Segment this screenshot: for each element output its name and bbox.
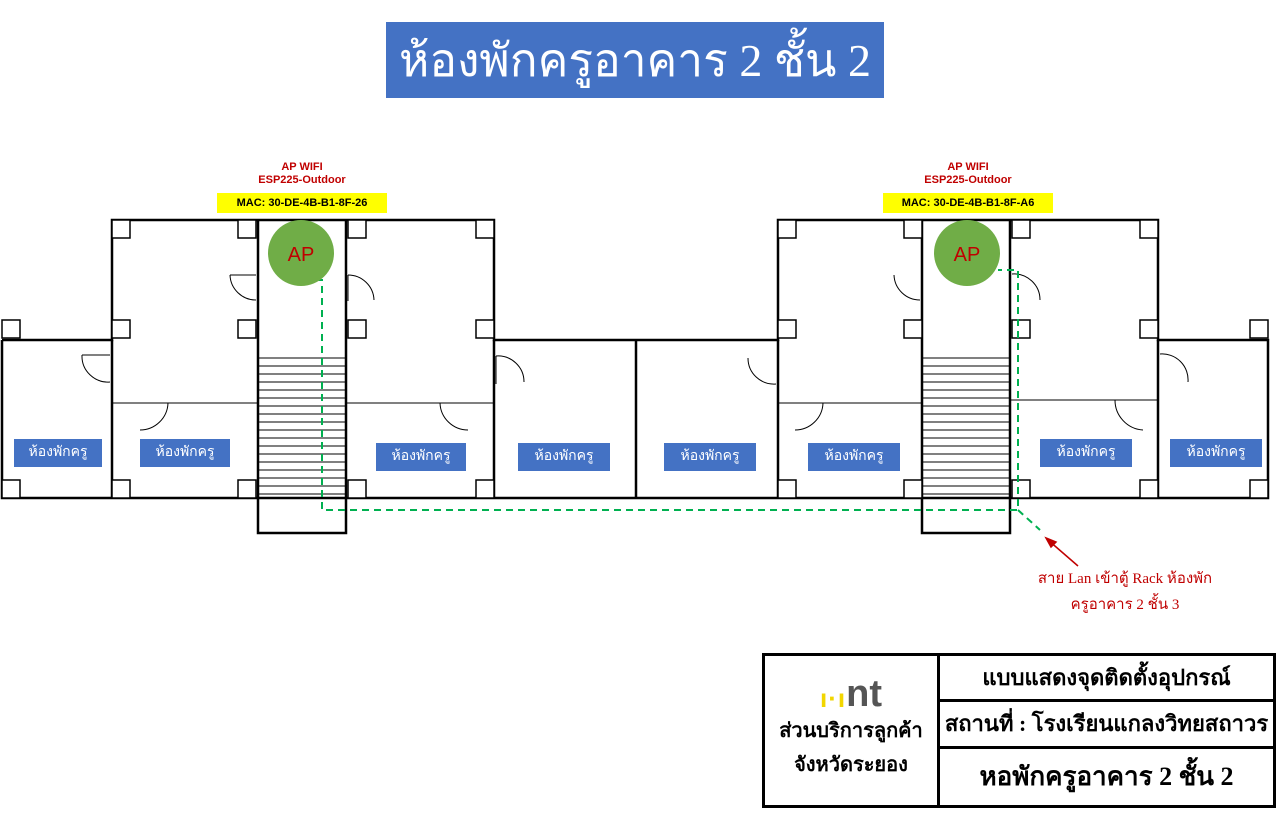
column <box>1139 319 1159 339</box>
column <box>1 479 21 499</box>
column <box>1011 319 1031 339</box>
room-label: ห้องพักครู <box>376 443 466 471</box>
lan-cable <box>304 269 1041 531</box>
partitions <box>112 399 1158 404</box>
column <box>347 219 367 239</box>
column <box>1 319 21 339</box>
column <box>111 319 131 339</box>
walls <box>0 218 1270 535</box>
org-line: จังหวัดระยอง <box>794 754 908 776</box>
room-label: ห้องพักครู <box>664 443 756 471</box>
column <box>237 319 257 339</box>
column <box>475 219 495 239</box>
ap-icon-text: AP <box>288 244 315 266</box>
room-label: ห้องพักครู <box>518 443 610 471</box>
lan-arrow <box>1044 536 1079 567</box>
column <box>237 219 257 239</box>
columns <box>1 219 1269 499</box>
column <box>903 479 923 499</box>
column <box>475 479 495 499</box>
column <box>903 219 923 239</box>
room-label: ห้องพักครู <box>140 439 230 467</box>
column <box>347 319 367 339</box>
lan-note: สาย Lan เข้าตู้ Rack ห้องพัก ครูอาคาร 2 … <box>1010 566 1240 618</box>
column <box>777 219 797 239</box>
ap-model: ESP225-Outdoor <box>924 174 1012 186</box>
stairs <box>258 357 1010 495</box>
column <box>1011 479 1031 499</box>
ap-mac: MAC: 30-DE-4B-B1-8F-26 <box>217 193 387 213</box>
note-line: สาย Lan เข้าตู้ Rack ห้องพัก <box>1037 571 1213 587</box>
ap-model: ESP225-Outdoor <box>258 174 346 186</box>
doors <box>81 273 1189 431</box>
column <box>1139 479 1159 499</box>
column <box>777 479 797 499</box>
ap-title: AP WIFI <box>947 161 989 173</box>
column <box>1139 219 1159 239</box>
room-label: ห้องพักครู <box>1170 439 1262 467</box>
ap-icon-text: AP <box>954 244 981 266</box>
ap-title: AP WIFI <box>281 161 323 173</box>
column <box>903 319 923 339</box>
column <box>237 479 257 499</box>
tb-row-location: สถานที่ : โรงเรียนแกลงวิทยสถาวร <box>940 702 1273 749</box>
ap-marker-2 <box>934 220 1000 286</box>
ap-label-2: AP WIFI ESP225-Outdoor <box>883 161 1053 187</box>
ap-mac: MAC: 30-DE-4B-B1-8F-A6 <box>883 193 1053 213</box>
column <box>1011 219 1031 239</box>
note-line: ครูอาคาร 2 ชั้น 3 <box>1070 597 1180 613</box>
column <box>1249 479 1269 499</box>
column <box>111 479 131 499</box>
room-label: ห้องพักครู <box>808 443 900 471</box>
column <box>475 319 495 339</box>
column <box>777 319 797 339</box>
page-title: ห้องพักครูอาคาร 2 ชั้น 2 <box>386 22 884 98</box>
info-cells: แบบแสดงจุดติดตั้งอุปกรณ์ สถานที่ : โรงเร… <box>940 656 1273 805</box>
room-label: ห้องพักครู <box>1040 439 1132 467</box>
room-label: ห้องพักครู <box>14 439 102 467</box>
tb-row-building: หอพักครูอาคาร 2 ชั้น 2 <box>979 762 1234 792</box>
tb-row-heading: แบบแสดงจุดติดตั้งอุปกรณ์ <box>940 656 1273 703</box>
org-line: ส่วนบริการลูกค้า <box>779 720 923 742</box>
ap-label-1: AP WIFI ESP225-Outdoor <box>217 161 387 187</box>
column <box>1249 319 1269 339</box>
column <box>111 219 131 239</box>
column <box>347 479 367 499</box>
ap-marker-1 <box>268 220 334 286</box>
